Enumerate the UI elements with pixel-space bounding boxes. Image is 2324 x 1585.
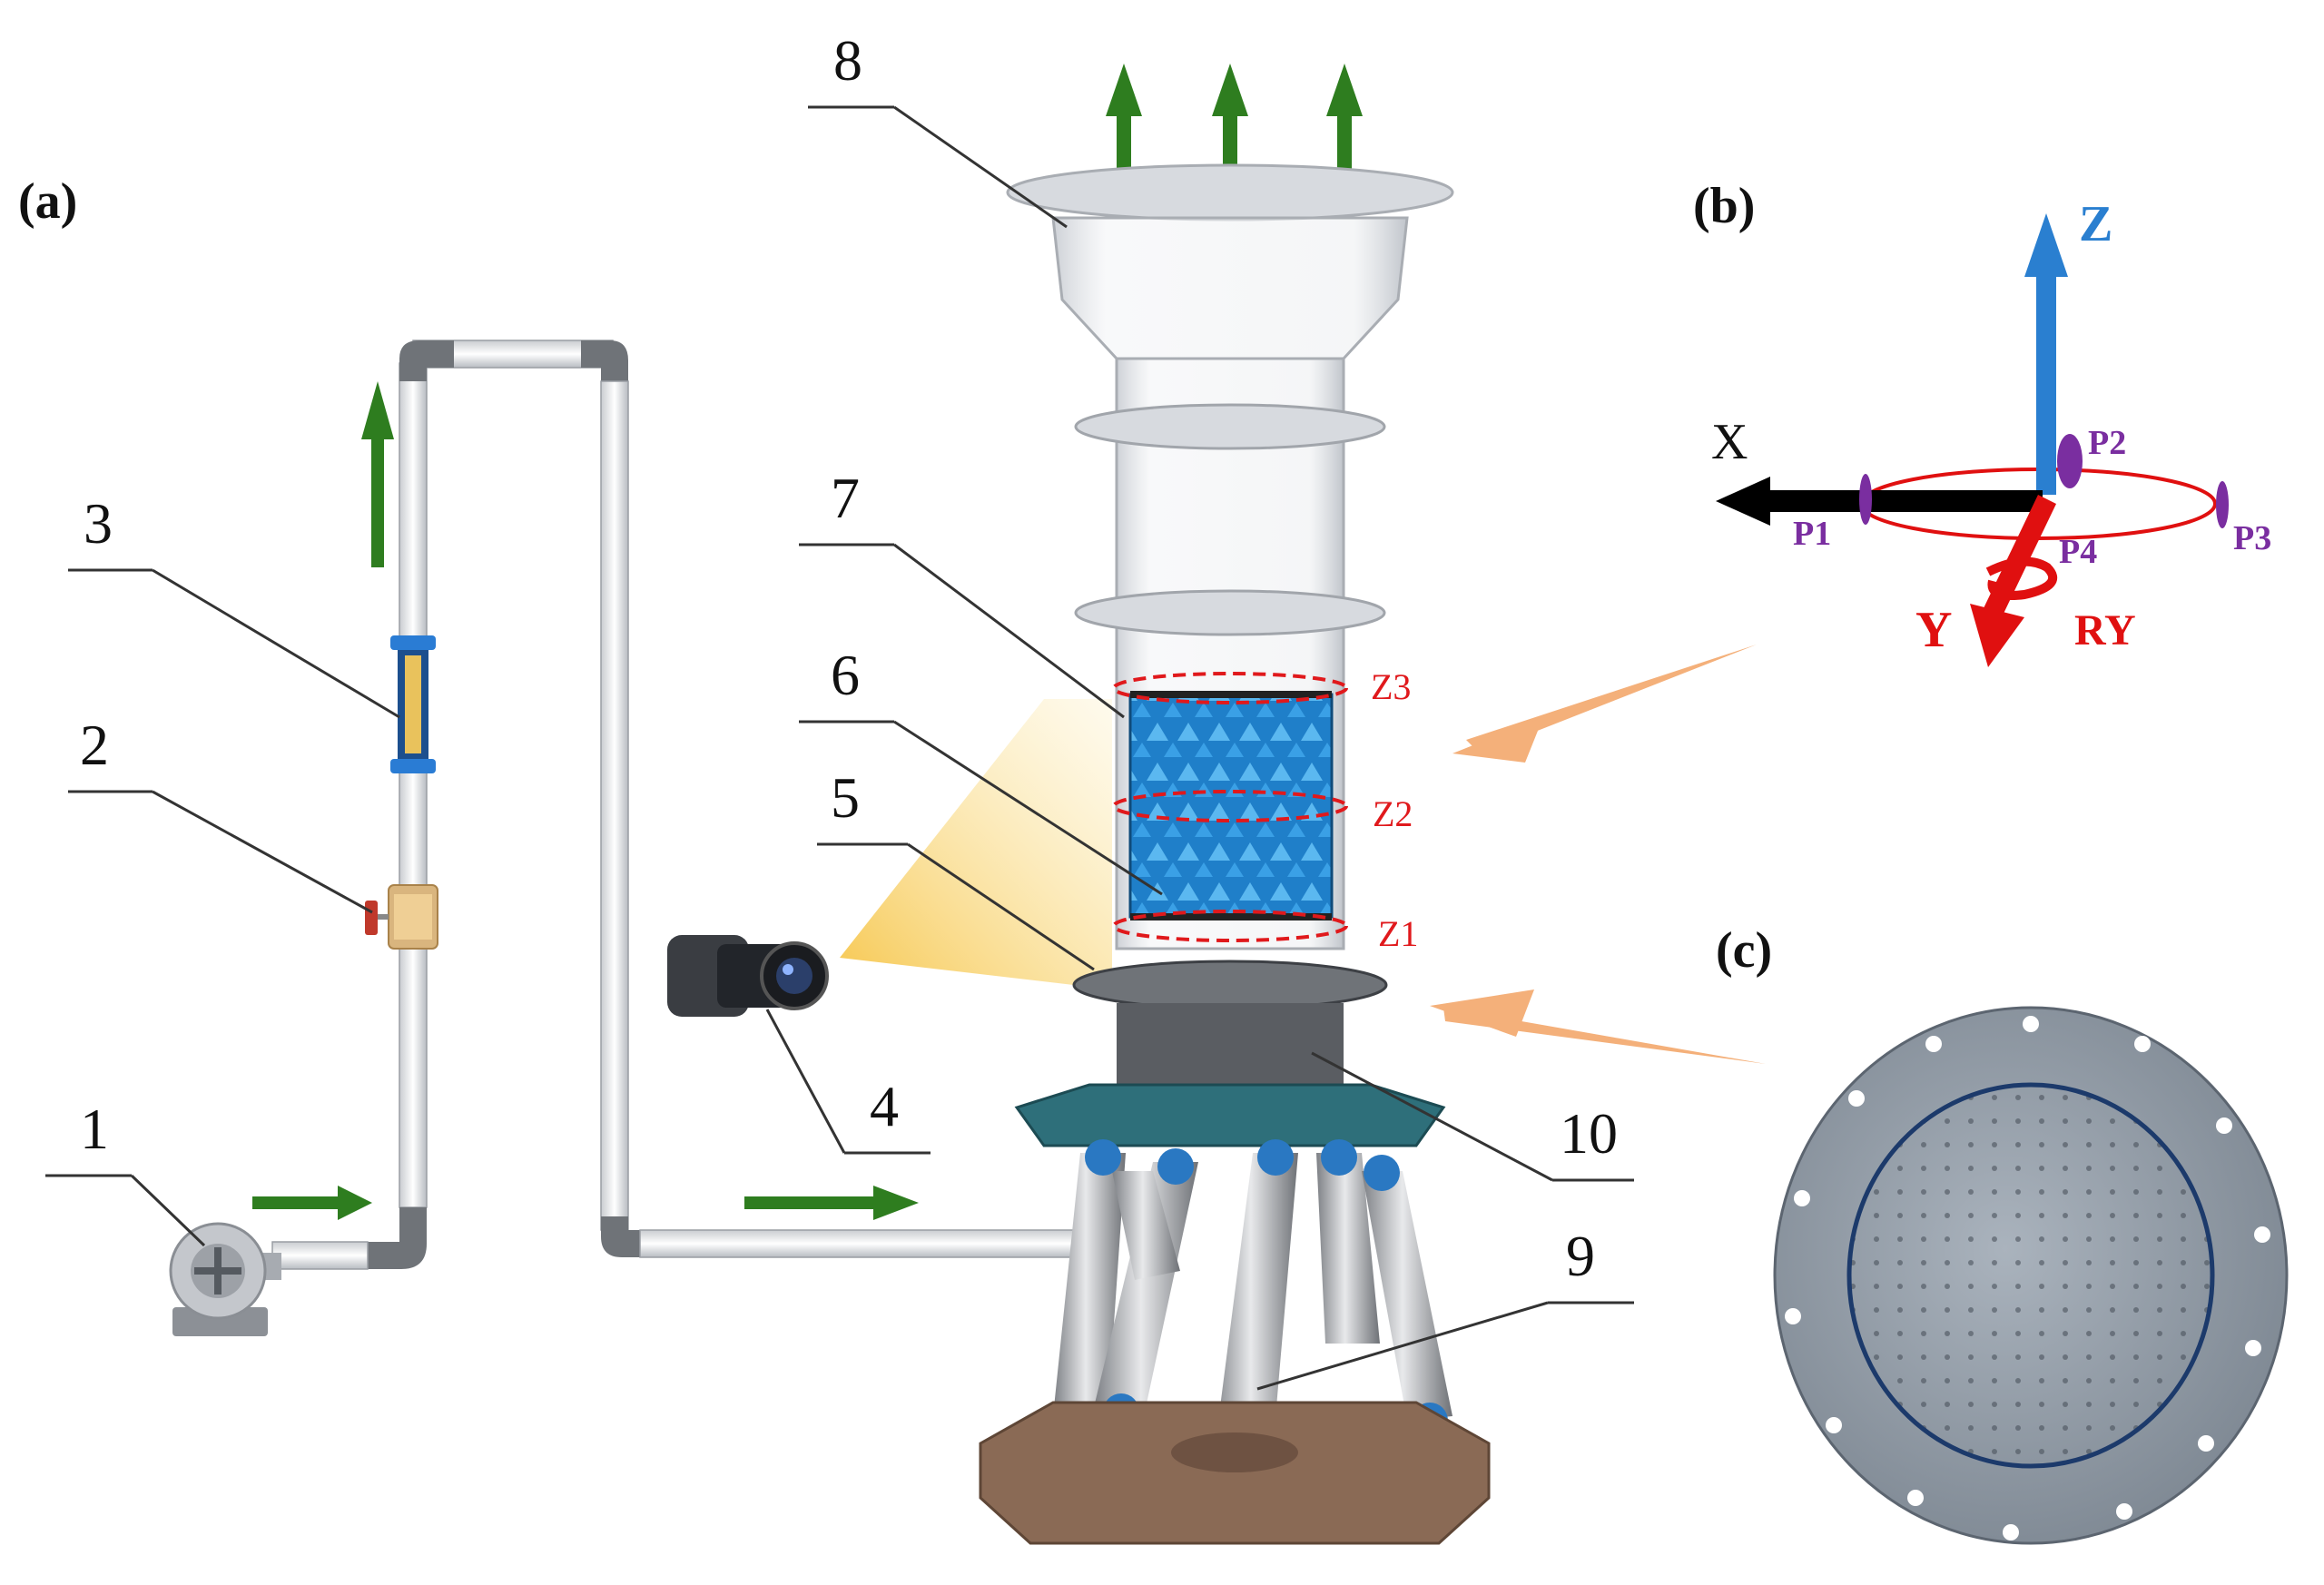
y-axis-arrow xyxy=(1970,495,2056,667)
point-p2-marker xyxy=(2057,434,2083,488)
mid-flange-lower xyxy=(1074,589,1386,636)
leader-10 xyxy=(1311,1051,1553,1182)
flow-valve xyxy=(365,884,438,950)
callout-1: 1 xyxy=(80,1097,109,1161)
pointer-arrow-to-c xyxy=(1430,989,1766,1064)
axis-label-ry: RY xyxy=(2074,606,2136,655)
pointer-arrow-to-b xyxy=(1452,645,1757,763)
pipe-elbow xyxy=(399,340,454,381)
callout-7: 7 xyxy=(831,466,860,530)
zone-label-z1: Z1 xyxy=(1378,913,1418,954)
flow-arrow-right-feed xyxy=(744,1186,919,1220)
pipe-elbow xyxy=(601,1216,649,1257)
axis-label-z: Z xyxy=(2079,196,2112,252)
distributor-flange xyxy=(1072,960,1388,1010)
hexapod-base xyxy=(979,1401,1491,1545)
axis-label-y: Y xyxy=(1915,602,1952,658)
point-p3-marker xyxy=(2216,481,2229,528)
outlet-flange xyxy=(1006,163,1454,222)
point-p1-marker xyxy=(1859,474,1872,525)
leader-3 xyxy=(152,568,400,719)
panel-label-c: (c) xyxy=(1716,922,1772,979)
zone-ring-z2 xyxy=(1112,790,1348,822)
light-beam xyxy=(840,699,1112,989)
blower-pump xyxy=(169,1222,281,1336)
packing-bed xyxy=(1128,693,1334,919)
feed-pipe xyxy=(639,1229,1104,1258)
zone-label-z2: Z2 xyxy=(1373,793,1413,834)
leader-1 xyxy=(130,1174,206,1247)
leader-5 xyxy=(907,842,1095,971)
outlet-funnel xyxy=(1051,216,1409,360)
callout-8: 8 xyxy=(833,28,862,93)
rotameter xyxy=(390,635,436,773)
pipe-elbow xyxy=(363,1207,427,1269)
callout-2: 2 xyxy=(80,713,109,777)
mid-flange-upper xyxy=(1074,403,1386,450)
leader-9 xyxy=(1256,1301,1549,1391)
callout-9: 9 xyxy=(1566,1224,1595,1288)
leader-4 xyxy=(765,1009,846,1154)
camera xyxy=(667,935,829,1017)
point-label-p1: P1 xyxy=(1793,515,1831,553)
pipe-elbow xyxy=(581,340,628,386)
flow-arrow-up-outlet-1 xyxy=(1106,64,1142,172)
flow-arrow-up-outlet-2 xyxy=(1212,64,1248,172)
point-label-p2: P2 xyxy=(2088,424,2126,462)
x-axis-arrow xyxy=(1716,477,2043,526)
flow-arrow-up-riser xyxy=(361,381,394,567)
callout-5: 5 xyxy=(831,765,860,830)
callout-10: 10 xyxy=(1560,1101,1618,1166)
distributor-plate-photo xyxy=(1773,1006,2289,1545)
flow-arrow-right-pump xyxy=(252,1186,372,1220)
panel-label-b: (b) xyxy=(1693,178,1755,234)
riser-pipe xyxy=(399,362,428,1208)
zone-label-z3: Z3 xyxy=(1371,666,1411,707)
hexapod-top-platform xyxy=(1014,1083,1446,1147)
ry-rotation-arrow xyxy=(1985,556,2057,600)
callout-3: 3 xyxy=(84,491,113,556)
leader-6 xyxy=(893,720,1163,896)
zone-ring-z1 xyxy=(1112,910,1348,942)
callout-6: 6 xyxy=(831,643,860,707)
z-axis-arrow xyxy=(2024,213,2068,495)
leader-7 xyxy=(893,543,1125,719)
pump-outlet-pipe xyxy=(271,1241,369,1270)
downcomer-pipe xyxy=(600,380,629,1231)
leader-8 xyxy=(893,105,1068,229)
point-label-p3: P3 xyxy=(2233,519,2271,557)
zone-ring-z3 xyxy=(1112,672,1348,704)
panel-label-a: (a) xyxy=(18,173,77,230)
leader-2 xyxy=(152,790,373,914)
callout-4: 4 xyxy=(870,1074,899,1138)
axis-label-x: X xyxy=(1711,414,1748,470)
flow-arrow-up-outlet-3 xyxy=(1326,64,1363,172)
point-label-p4: P4 xyxy=(2059,533,2097,571)
